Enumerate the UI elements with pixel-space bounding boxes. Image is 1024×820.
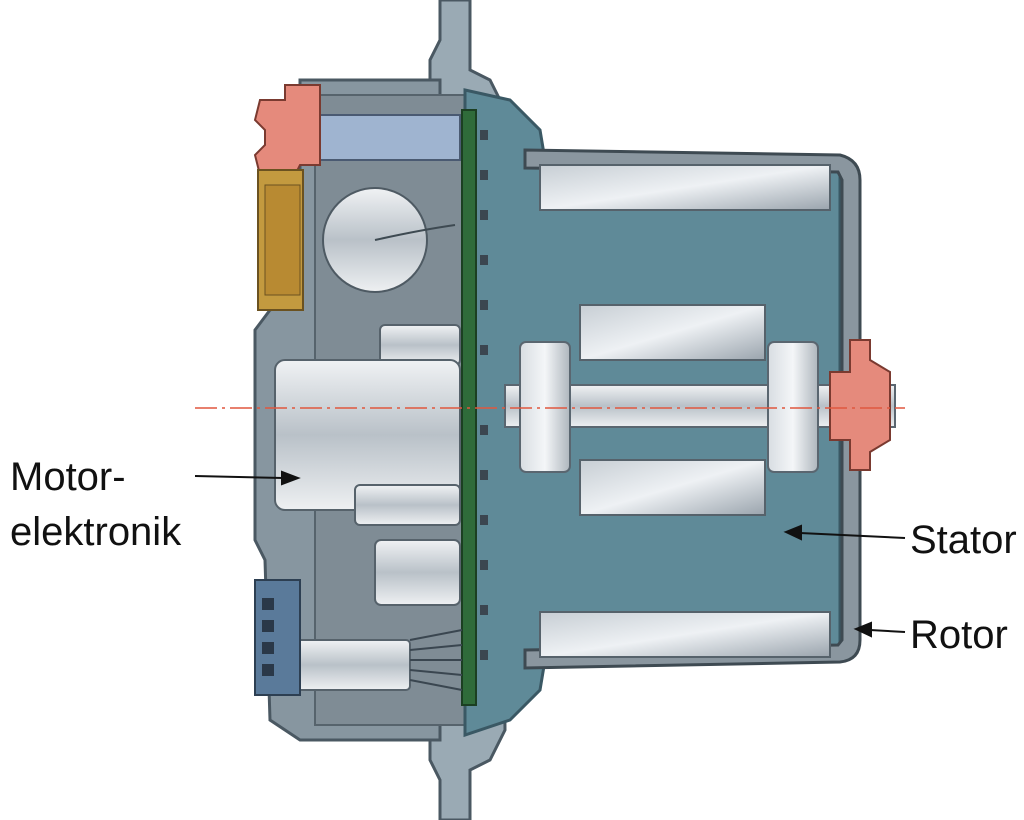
leader-stator [783, 524, 906, 541]
stator-winding-bottom [579, 459, 766, 516]
bearing-left [519, 341, 571, 473]
connector-blue [254, 579, 301, 696]
pcb-pins [480, 130, 488, 660]
plug-lower [294, 639, 411, 691]
rotor-magnet-bottom [539, 611, 831, 658]
label-stator: Stator [910, 518, 1017, 562]
label-rotor: Rotor [910, 613, 1008, 657]
leader-motorelektronik [194, 470, 301, 486]
stator-winding-top [579, 304, 766, 361]
rotor-bell [523, 148, 862, 670]
ribbon-wires [409, 629, 463, 691]
connector-pink [253, 84, 321, 176]
leader-rotor [853, 621, 906, 638]
connector-gold-face [264, 184, 301, 296]
capacitor-lower [374, 539, 461, 606]
label-motorelektronik-line2: elektronik [10, 510, 182, 554]
shaft-seal [829, 339, 891, 471]
bearing-right [767, 341, 819, 473]
connector-blue-pins [262, 598, 274, 676]
component-mid [354, 484, 461, 526]
capacitor-lead [374, 224, 456, 241]
rotor-magnet-top [539, 164, 831, 211]
label-motorelektronik-line1: Motor- [10, 455, 126, 499]
